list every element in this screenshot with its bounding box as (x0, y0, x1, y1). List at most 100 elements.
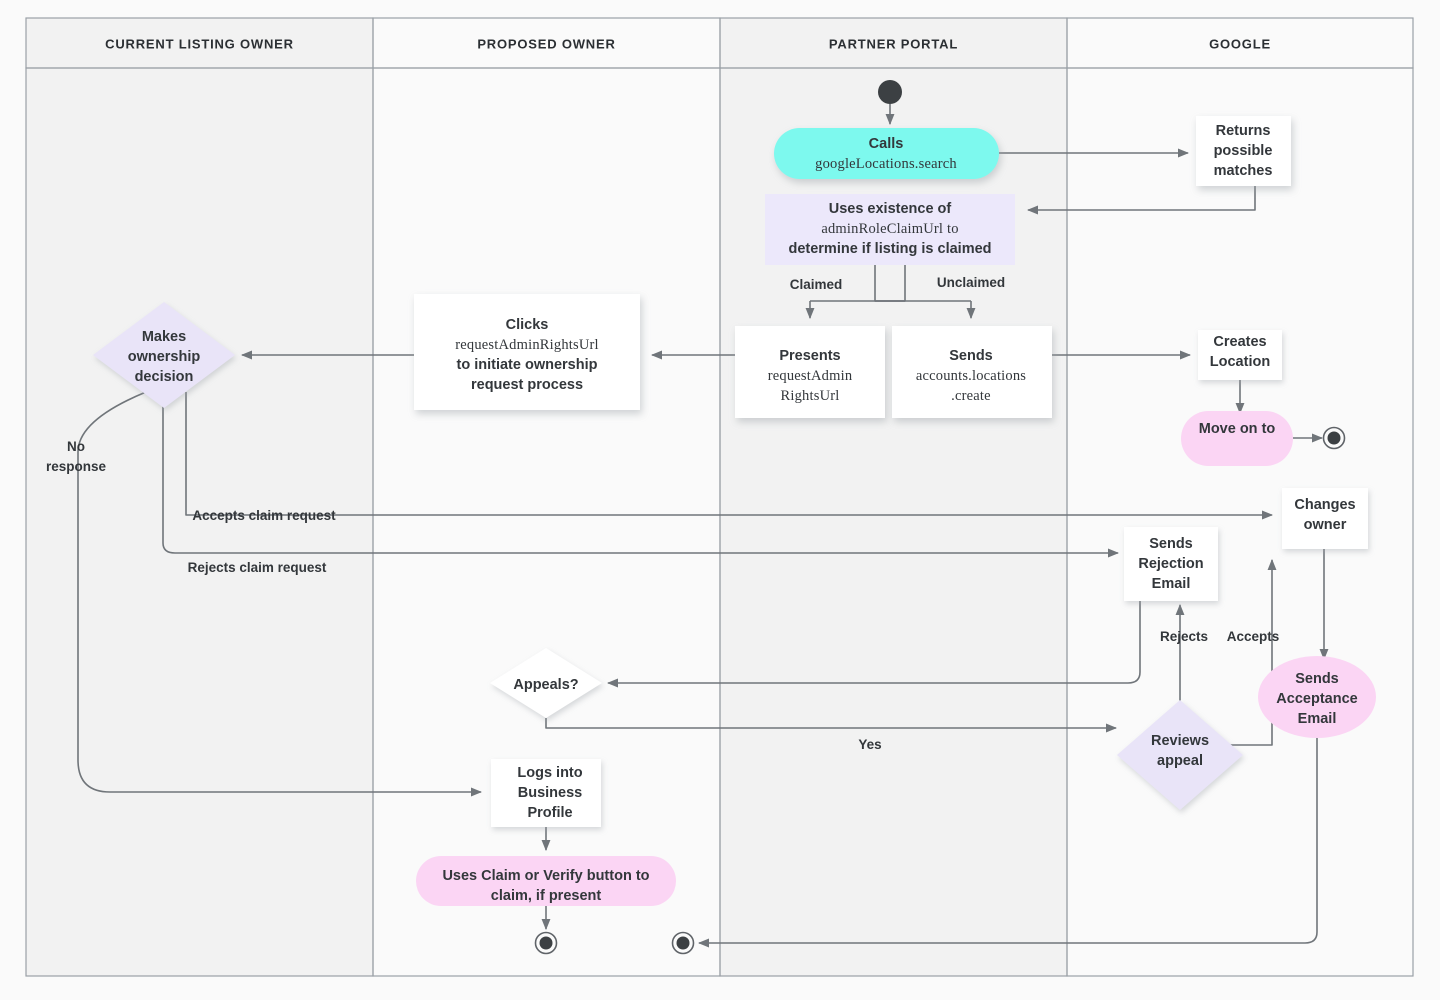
end-node-ring-icon (671, 931, 695, 955)
node-sends-accounts-locations-create (892, 326, 1052, 418)
end-node-core-icon (539, 936, 553, 950)
node-returns-possible-matches (1196, 116, 1291, 186)
uses-existence-line-1: Uses existence of (829, 201, 952, 217)
uses-claim-line-2: claim, if present (491, 888, 602, 904)
makes-decision-line-2: ownership (128, 349, 201, 365)
edge-acceptance-email-to-end-partner (697, 735, 1318, 948)
edges (77, 104, 1329, 948)
lane-title-google: GOOGLE (1209, 36, 1271, 51)
node-start-partner (878, 80, 902, 104)
node-sends-rejection-email (1124, 527, 1218, 601)
edge-label-claimed: Claimed (790, 277, 843, 292)
edge-label-yes: Yes (858, 737, 881, 752)
edge-label-accepts: Accepts (1227, 629, 1280, 644)
uses-existence-line-2: adminRoleClaimUrl to (821, 221, 958, 237)
node-presents-request-admin-rights-url (735, 326, 885, 418)
node-changes-owner (1282, 488, 1368, 549)
changes-owner-line-2: owner (1304, 517, 1347, 533)
edge-label-no-response-line-2: response (46, 459, 107, 474)
node-appeals (490, 648, 602, 718)
logs-into-bp-shape (491, 759, 601, 827)
move-on-to-label: Move on to (1199, 421, 1276, 437)
makes-decision-line-3: decision (135, 369, 194, 385)
edge-label-rejects: Rejects (1160, 629, 1208, 644)
node-uses-claim-or-verify-button (416, 856, 676, 906)
creates-location-line-1: Creates (1213, 334, 1266, 350)
edge-reviews-appeal-accepts (1214, 558, 1277, 746)
logs-into-bp-line-1: Logs into (517, 765, 582, 781)
node-end-claim-flow (534, 931, 558, 955)
clicks-line-3: to initiate ownership (457, 357, 598, 373)
clicks-shape (414, 294, 640, 410)
changes-owner-line-1: Changes (1294, 497, 1355, 513)
sends-acceptance-line-3: Email (1298, 711, 1337, 727)
end-node-ring-icon (1322, 426, 1346, 450)
edge-returns-matches-to-uses-existence (1026, 186, 1256, 215)
node-logs-into-business-profile (491, 759, 601, 827)
node-creates-location (1198, 330, 1282, 380)
sends-rejection-line-3: Email (1152, 576, 1191, 592)
edge-rejection-email-to-appeals (606, 601, 1141, 688)
sends-create-line-1: Sends (949, 348, 993, 364)
changes-owner-shape (1282, 488, 1368, 549)
node-sends-acceptance-email (1258, 656, 1376, 738)
node-uses-existence-of-admin-role-claim-url (765, 194, 1015, 265)
edge-label-accepts-claim-request: Accepts claim request (192, 508, 336, 523)
lane-title-partner-portal: PARTNER PORTAL (829, 36, 958, 51)
uses-claim-shape (416, 856, 676, 906)
node-end-move-on-to (1322, 426, 1346, 450)
returns-matches-line-2: possible (1214, 143, 1273, 159)
presents-shape (735, 326, 885, 418)
edge-rejects-claim-to-sends-rejection (162, 392, 1120, 558)
clicks-line-1: Clicks (506, 317, 549, 333)
makes-decision-line-1: Makes (142, 329, 186, 345)
sends-acceptance-line-2: Acceptance (1276, 691, 1357, 707)
lane-title-proposed-owner: PROPOSED OWNER (477, 36, 615, 51)
edge-label-unclaimed: Unclaimed (937, 275, 1005, 290)
reviews-appeal-shape (1117, 700, 1243, 810)
presents-line-2: requestAdmin (768, 368, 853, 384)
end-node-core-icon (1327, 431, 1341, 445)
sends-rejection-line-1: Sends (1149, 536, 1193, 552)
start-node-icon (878, 80, 902, 104)
uses-existence-line-3: determine if listing is claimed (788, 241, 991, 257)
node-reviews-appeal (1117, 700, 1243, 810)
node-end-partner-flow (671, 931, 695, 955)
node-clicks-request-admin-rights-url (414, 294, 640, 410)
returns-matches-line-1: Returns (1216, 123, 1271, 139)
sends-create-line-2: accounts.locations (916, 368, 1026, 384)
appeals-shape (490, 648, 602, 718)
lane-bg-current-listing-owner (26, 18, 373, 976)
edge-label-rejects-claim-request: Rejects claim request (188, 560, 327, 575)
reviews-appeal-line-2: appeal (1157, 753, 1203, 769)
lane-headers: CURRENT LISTING OWNER PROPOSED OWNER PAR… (25, 17, 1414, 69)
presents-line-1: Presents (779, 348, 840, 364)
creates-location-line-2: Location (1210, 354, 1270, 370)
sends-create-line-3: .create (951, 388, 991, 404)
lane-dividers (25, 67, 1414, 977)
clicks-line-2: requestAdminRightsUrl (455, 337, 599, 353)
node-move-on-to (1181, 411, 1293, 466)
edge-no-response-to-logs-into-bp (77, 391, 483, 797)
edge-label-no-response-line-1: No (67, 439, 85, 454)
move-on-to-shape (1181, 411, 1293, 466)
uses-claim-line-1: Uses Claim or Verify button to (442, 868, 649, 884)
end-node-core-icon (676, 936, 690, 950)
lane-body-google (1066, 67, 1414, 977)
uses-existence-shape (765, 194, 1015, 265)
sends-create-shape (892, 326, 1052, 418)
returns-matches-line-3: matches (1214, 163, 1273, 179)
makes-decision-shape (93, 302, 235, 408)
reviews-appeal-line-1: Reviews (1151, 733, 1209, 749)
node-calls-google-locations-search (774, 128, 999, 179)
logs-into-bp-line-3: Profile (527, 805, 572, 821)
sends-acceptance-line-1: Sends (1295, 671, 1339, 687)
calls-search-shape (774, 128, 999, 179)
sends-rejection-line-2: Rejection (1138, 556, 1203, 572)
lane-title-current-listing-owner: CURRENT LISTING OWNER (105, 36, 294, 51)
calls-search-line-2: googleLocations.search (815, 156, 957, 172)
creates-location-shape (1198, 330, 1282, 380)
sends-acceptance-email-shape (1258, 656, 1376, 738)
